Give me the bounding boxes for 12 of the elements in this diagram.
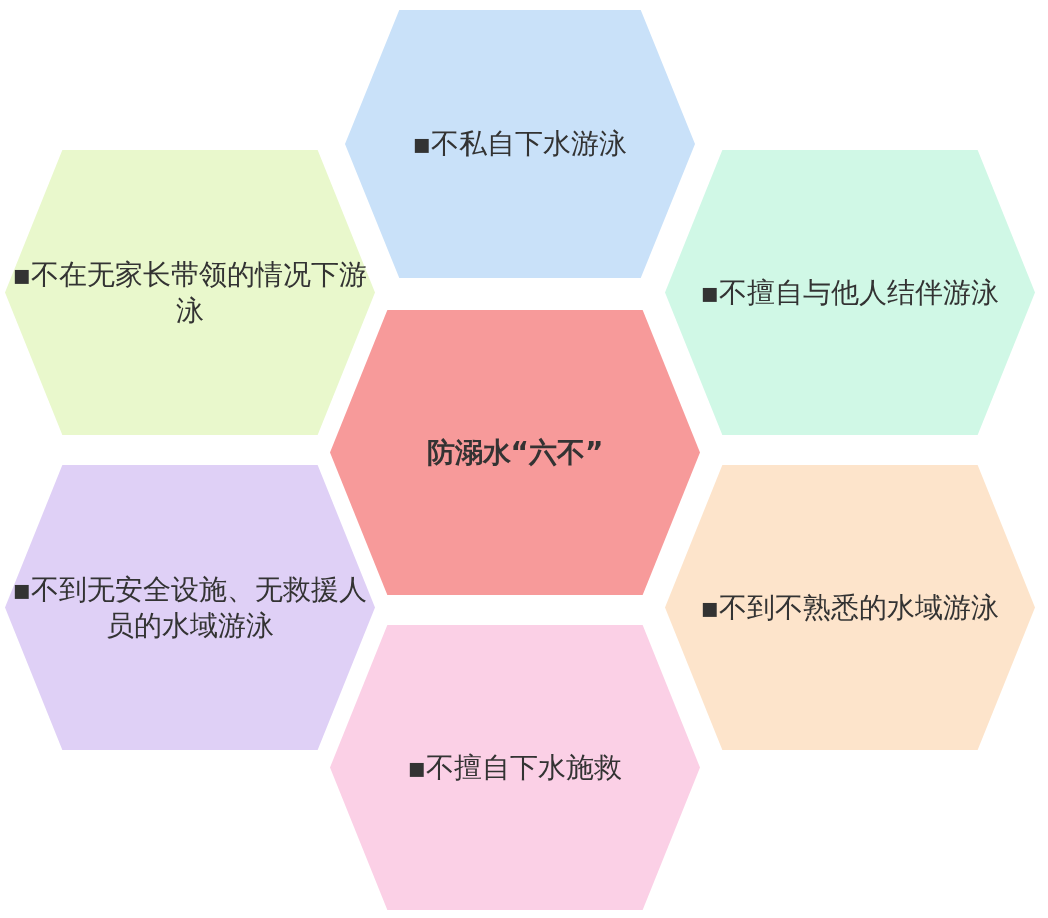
title-text: 防溺水“六不” — [425, 434, 605, 471]
rule-text: ▪不擅自下水施救 — [406, 749, 624, 786]
rule-text: ▪不在无家长带领的情况下游泳 — [12, 256, 368, 329]
rule-text: ▪不到无安全设施、无救援人员的水域游泳 — [12, 571, 368, 644]
rule-text: ▪不私自下水游泳 — [411, 125, 629, 162]
hexagon — [330, 625, 700, 910]
rule-text: ▪不擅自与他人结伴游泳 — [699, 274, 1001, 311]
hexagon — [5, 150, 375, 435]
hexagon — [665, 465, 1035, 750]
hexagon — [665, 150, 1035, 435]
hexagon — [5, 465, 375, 750]
rule-text: ▪不到不熟悉的水域游泳 — [699, 589, 1001, 626]
